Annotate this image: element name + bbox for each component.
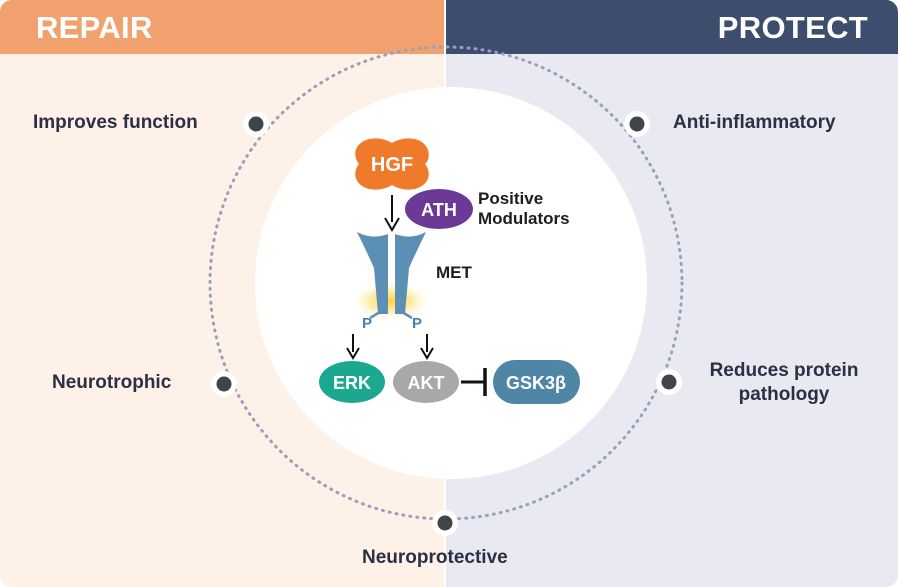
gsk3b-box: [493, 360, 580, 404]
hgf-label: HGF: [371, 154, 413, 176]
protect-title: PROTECT: [717, 10, 868, 45]
arrowhead-met-erk: [346, 347, 360, 360]
node-neuroprotective: [432, 510, 458, 536]
erk-ellipse: [319, 361, 385, 403]
erk-label: ERK: [333, 373, 371, 393]
label-neurotrophic: Neurotrophic: [52, 372, 172, 393]
hgf-shape: [355, 138, 429, 190]
ath-ellipse: [405, 189, 473, 229]
protect-header: PROTECT: [446, 0, 898, 54]
node-neurotrophic: [211, 371, 237, 397]
repair-title: REPAIR: [36, 10, 153, 45]
met-stem-left: [369, 310, 381, 320]
ath-label: ATH: [421, 200, 457, 220]
label-met: MET: [436, 263, 472, 282]
label-positive-modulators: Positive Modulators: [478, 189, 570, 228]
met-receptor-right: [395, 232, 426, 314]
akt-ellipse: [393, 361, 459, 403]
node-anti-inflammatory: [624, 111, 650, 137]
label-improves-function: Improves function: [33, 112, 198, 133]
label-anti-inflammatory: Anti-inflammatory: [673, 112, 836, 133]
arrowhead-met-akt: [420, 347, 434, 360]
met-receptor-left: [357, 232, 388, 314]
inner-white-circle: [255, 87, 647, 479]
arrowhead-hgf-met: [384, 217, 400, 232]
phosphorylation-glow: [353, 283, 429, 319]
met-stem-right: [401, 310, 413, 320]
label-neuroprotective: Neuroprotective: [362, 547, 508, 568]
phospho-left: P: [362, 315, 372, 332]
gsk3b-label: GSK3β: [506, 373, 566, 393]
akt-label: AKT: [408, 373, 445, 393]
phospho-right: P: [412, 315, 422, 332]
node-improves-function: [243, 111, 269, 137]
node-reduces-protein-pathology: [656, 369, 682, 395]
label-reduces-protein-pathology: Reduces protein pathology: [709, 360, 859, 405]
repair-header: REPAIR: [0, 0, 444, 54]
